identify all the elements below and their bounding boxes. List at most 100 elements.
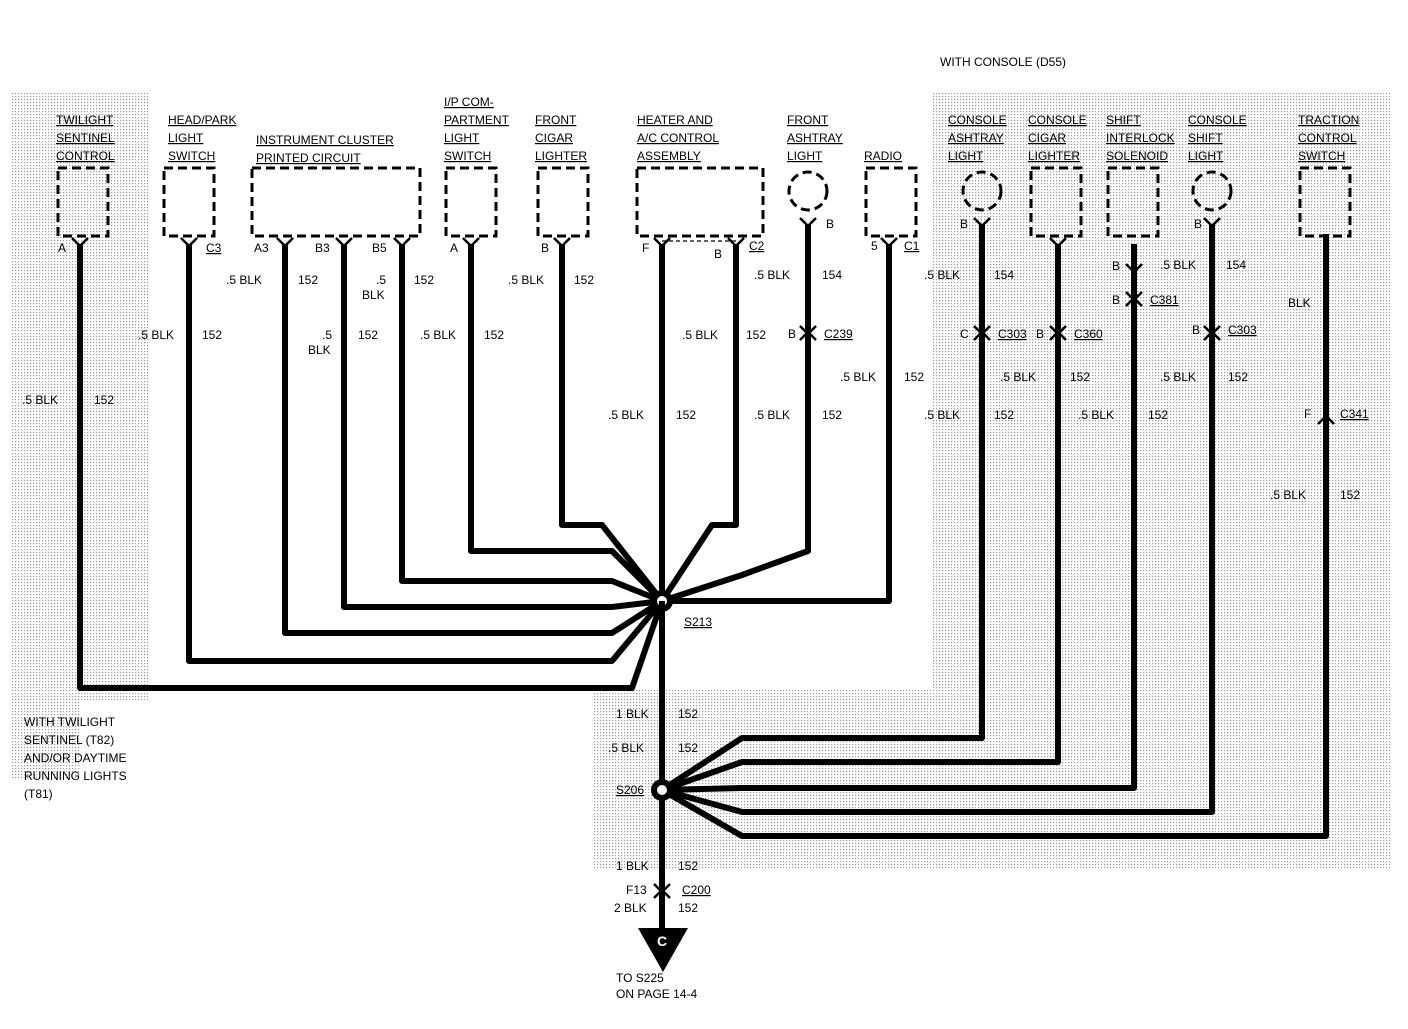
- svg-text:CIGAR: CIGAR: [1028, 131, 1066, 145]
- svg-text:152: 152: [1070, 370, 1090, 384]
- console-option-region: [932, 92, 1390, 850]
- svg-text:SWITCH: SWITCH: [168, 149, 215, 163]
- svg-text:152: 152: [678, 707, 698, 721]
- svg-text:152: 152: [904, 370, 924, 384]
- svg-text:B: B: [788, 327, 796, 341]
- svg-text:FRONT: FRONT: [535, 113, 577, 127]
- svg-text:(T81): (T81): [24, 787, 53, 801]
- svg-text:BLK: BLK: [362, 288, 385, 302]
- svg-text:154: 154: [822, 268, 842, 282]
- svg-text:FRONT: FRONT: [787, 113, 829, 127]
- svg-text:152: 152: [1228, 370, 1248, 384]
- svg-text:INTERLOCK: INTERLOCK: [1106, 131, 1175, 145]
- svg-text:C303: C303: [1228, 323, 1257, 337]
- svg-text:AND/OR DAYTIME: AND/OR DAYTIME: [24, 751, 126, 765]
- s206-option-region: [592, 690, 1392, 870]
- front-ashtray-light-bulb: [787, 170, 829, 212]
- svg-text:152: 152: [678, 741, 698, 755]
- svg-text:.5 BLK: .5 BLK: [420, 328, 456, 342]
- svg-text:A: A: [450, 241, 458, 255]
- console-shift-light-label: CONSOLE SHIFT LIGHT: [1188, 113, 1247, 163]
- svg-text:1 BLK: 1 BLK: [616, 859, 649, 873]
- svg-text:.5 BLK: .5 BLK: [1160, 258, 1196, 272]
- shift-interlock-box: [1106, 166, 1160, 238]
- instrument-cluster-box: [250, 166, 422, 238]
- svg-text:154: 154: [1226, 258, 1246, 272]
- svg-text:152: 152: [94, 393, 114, 407]
- console-cigar-lighter-label: CONSOLE CIGAR LIGHTER: [1028, 113, 1087, 163]
- svg-text:TWILIGHT: TWILIGHT: [56, 113, 114, 127]
- svg-text:SENTINEL: SENTINEL: [56, 131, 115, 145]
- svg-text:B: B: [826, 217, 834, 231]
- svg-text:C381: C381: [1150, 293, 1179, 307]
- svg-text:.5 BLK: .5 BLK: [508, 273, 544, 287]
- svg-text:.5 BLK: .5 BLK: [924, 268, 960, 282]
- inline-connector-c360: B C360: [1036, 325, 1103, 341]
- svg-text:C: C: [960, 327, 969, 341]
- inline-connector-c239: B C239: [788, 325, 853, 341]
- svg-text:B: B: [1112, 259, 1120, 273]
- svg-text:152: 152: [678, 901, 698, 915]
- radio-label: RADIO: [864, 149, 902, 163]
- svg-text:B: B: [1192, 323, 1200, 337]
- svg-text:152: 152: [676, 408, 696, 422]
- pin-labels: A C3 A3 B3 B5 A B F B C2 B 5 C1 B B: [58, 217, 1202, 261]
- svg-text:B: B: [541, 241, 549, 255]
- svg-text:ON PAGE 14-4: ON PAGE 14-4: [616, 987, 697, 1001]
- svg-text:C2: C2: [749, 239, 765, 253]
- svg-text:A3: A3: [254, 241, 269, 255]
- svg-text:TRACTION: TRACTION: [1298, 113, 1359, 127]
- svg-text:152: 152: [574, 273, 594, 287]
- svg-text:.5 BLK: .5 BLK: [682, 328, 718, 342]
- svg-text:SENTINEL (T82): SENTINEL (T82): [24, 733, 114, 747]
- svg-text:CONSOLE: CONSOLE: [1188, 113, 1247, 127]
- svg-text:.5 BLK: .5 BLK: [754, 408, 790, 422]
- svg-text:RADIO: RADIO: [864, 149, 902, 163]
- svg-text:A/C CONTROL: A/C CONTROL: [637, 131, 719, 145]
- page-reference-arrow: C TO S225 ON PAGE 14-4: [616, 928, 697, 1001]
- inline-connector-c381: B B C381: [1112, 259, 1179, 307]
- svg-text:152: 152: [358, 328, 378, 342]
- svg-text:ASHTRAY: ASHTRAY: [948, 131, 1004, 145]
- svg-text:2 BLK: 2 BLK: [614, 901, 647, 915]
- head-park-switch-box: [162, 166, 216, 238]
- instrument-cluster-label: INSTRUMENT CLUSTER PRINTED CIRCUIT: [256, 133, 394, 165]
- svg-text:C341: C341: [1340, 407, 1369, 421]
- twilight-note: WITH TWILIGHT SENTINEL (T82) AND/OR DAYT…: [24, 715, 127, 801]
- svg-text:152: 152: [1148, 408, 1168, 422]
- svg-text:CONSOLE: CONSOLE: [948, 113, 1007, 127]
- twilight-sentinel-label: TWILIGHT SENTINEL CONTROL: [56, 113, 115, 163]
- svg-text:SOLENOID: SOLENOID: [1106, 149, 1168, 163]
- svg-text:C3: C3: [206, 241, 222, 255]
- svg-text:BLK: BLK: [308, 343, 331, 357]
- inline-connector-c341: F C341: [1304, 407, 1369, 425]
- svg-text:.5 BLK: .5 BLK: [1270, 488, 1306, 502]
- svg-text:SWITCH: SWITCH: [1298, 149, 1345, 163]
- svg-text:B: B: [1194, 217, 1202, 231]
- front-cigar-lighter-box: [536, 166, 590, 238]
- svg-text:F: F: [642, 241, 649, 255]
- twilight-sentinel-box: [56, 166, 110, 238]
- ip-compartment-switch-box: [444, 166, 498, 238]
- console-shift-light-bulb: [1191, 170, 1233, 212]
- svg-text:B: B: [1112, 293, 1120, 307]
- svg-text:.5 BLK: .5 BLK: [608, 741, 644, 755]
- heater-ac-box: [635, 166, 765, 238]
- console-cigar-box: [1029, 166, 1083, 238]
- svg-text:LIGHT: LIGHT: [444, 131, 480, 145]
- svg-text:B: B: [714, 247, 722, 261]
- svg-text:ASSEMBLY: ASSEMBLY: [637, 149, 701, 163]
- svg-text:B3: B3: [315, 241, 330, 255]
- svg-text:.5 BLK: .5 BLK: [608, 408, 644, 422]
- inline-connector-c200: F13 C200: [626, 883, 711, 899]
- svg-text:C239: C239: [824, 327, 853, 341]
- svg-text:152: 152: [202, 328, 222, 342]
- svg-text:PARTMENT: PARTMENT: [444, 113, 510, 127]
- console-ashtray-light-label: CONSOLE ASHTRAY LIGHT: [948, 113, 1007, 163]
- s206-branches: [660, 224, 1329, 839]
- svg-text:WITH TWILIGHT: WITH TWILIGHT: [24, 715, 116, 729]
- svg-text:.5 BLK: .5 BLK: [1000, 370, 1036, 384]
- svg-text:152: 152: [822, 408, 842, 422]
